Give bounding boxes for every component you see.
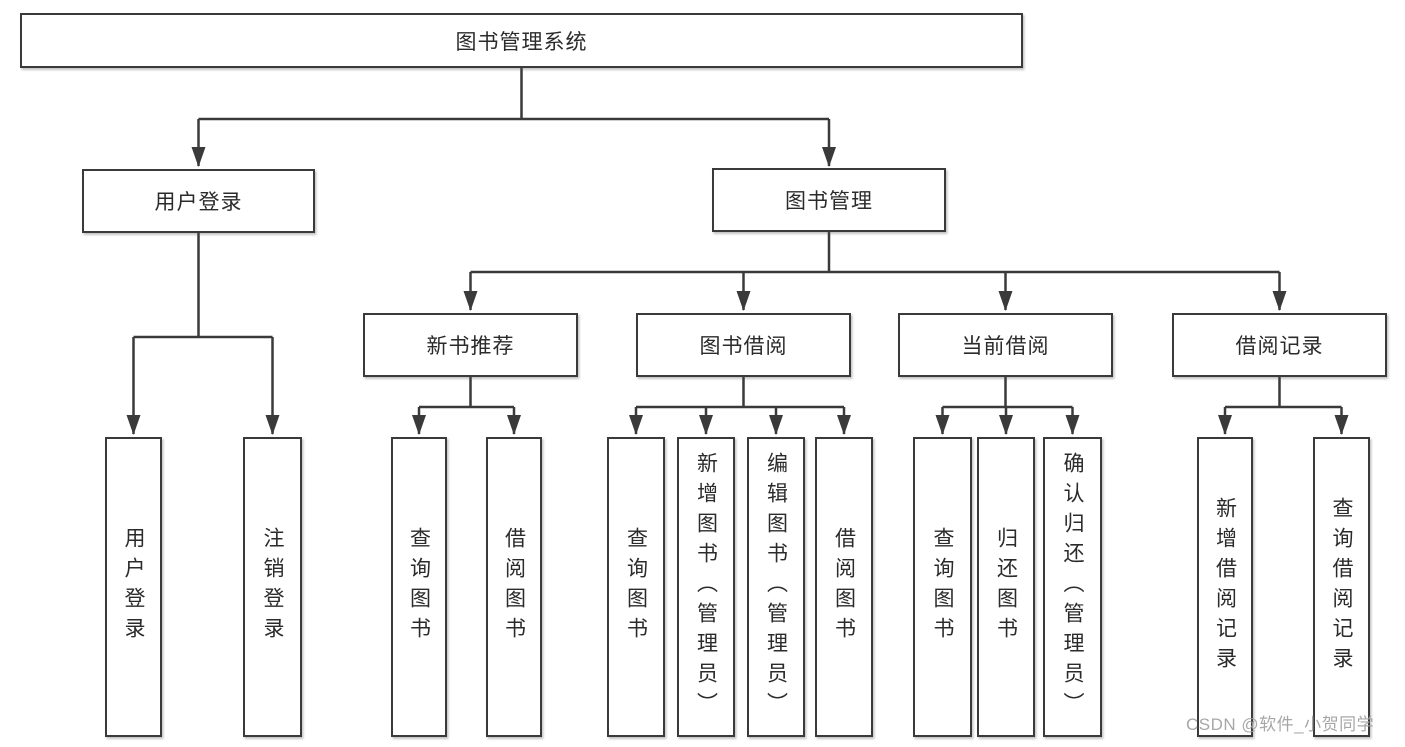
leaf-label: 查询图书 [624,527,648,647]
leaf-query-books-recommend: 查询图书 [391,437,447,737]
leaf-logout: 注销登录 [243,437,302,737]
leaf-borrow-book: 借阅图书 [815,437,873,737]
leaf-query-borrow-record: 查询借阅记录 [1313,437,1370,737]
leaf-label: 借阅图书 [832,527,856,647]
leaf-add-borrow-record: 新增借阅记录 [1197,437,1253,737]
connector-user-login-branch [133,233,273,339]
leaf-label: 确认归还（管理员） [1061,452,1084,722]
node-user-login: 用户登录 [82,169,315,233]
leaf-label: 查询图书 [407,527,431,647]
leaf-return-book: 归还图书 [977,437,1035,737]
leaf-label: 新增借阅记录 [1213,497,1237,677]
csdn-watermark: CSDN @软件_小贺同学 [1186,715,1375,734]
node-book-borrow: 图书借阅 [636,313,851,377]
connector-book-borrow-branch [636,377,844,409]
connector-borrow-records-branch [1225,377,1342,409]
leaf-label: 查询图书 [931,527,954,647]
leaf-query-books-borrow: 查询图书 [607,437,665,737]
connector-current-borrow-branch [942,377,1073,409]
node-borrow-records: 借阅记录 [1172,313,1387,377]
leaf-label: 归还图书 [994,527,1018,647]
connector-new-book-branch [419,377,514,409]
node-root: 图书管理系统 [20,13,1023,68]
leaf-query-books-current: 查询图书 [913,437,972,737]
leaf-label: 注销登录 [261,527,284,647]
leaf-add-book-admin: 新增图书（管理员） [677,437,735,737]
connector-book-management-branch [470,232,1280,274]
node-current-borrow: 当前借阅 [898,313,1113,377]
leaf-label: 编辑图书（管理员） [764,452,788,722]
leaf-label: 新增图书（管理员） [694,452,718,722]
node-book-management: 图书管理 [712,168,946,232]
leaf-edit-book-admin: 编辑图书（管理员） [747,437,805,737]
leaf-label: 查询借阅记录 [1330,497,1353,677]
leaf-label: 用户登录 [122,527,145,647]
leaf-confirm-return-admin: 确认归还（管理员） [1043,437,1102,737]
connector-root-branch [198,68,829,121]
leaf-user-login: 用户登录 [105,437,162,737]
node-new-book-recommend: 新书推荐 [363,313,578,377]
leaf-borrow-books-recommend: 借阅图书 [486,437,542,737]
leaf-label: 借阅图书 [502,527,526,647]
